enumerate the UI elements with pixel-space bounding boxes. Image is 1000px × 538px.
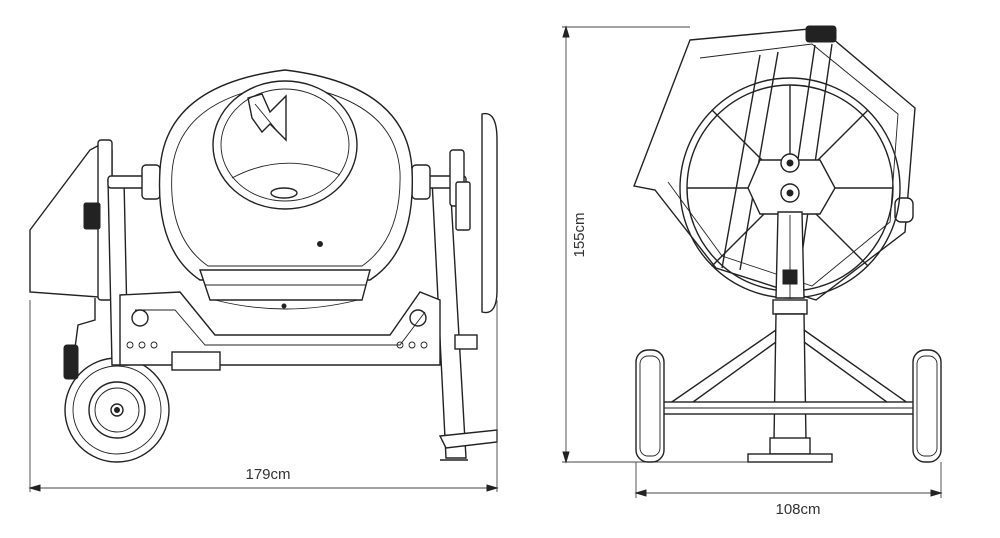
side-width-label: 108cm xyxy=(775,501,820,518)
side-frame xyxy=(661,329,917,415)
drum-yoke xyxy=(107,149,471,231)
mixer-drum xyxy=(158,69,414,310)
side-right-wheel xyxy=(912,349,942,463)
dimension-side-width: 108cm xyxy=(634,462,943,518)
front-left-wheel xyxy=(64,357,170,463)
hand-wheel-edge xyxy=(481,112,498,314)
side-view xyxy=(633,25,942,463)
motor-housing xyxy=(29,139,113,380)
dimension-front-width: 179cm xyxy=(28,300,499,492)
front-view xyxy=(29,69,498,463)
height-label: 155cm xyxy=(571,212,588,257)
front-width-label: 179cm xyxy=(245,466,290,483)
side-left-wheel xyxy=(635,349,665,463)
side-hand-wheel xyxy=(679,77,901,299)
